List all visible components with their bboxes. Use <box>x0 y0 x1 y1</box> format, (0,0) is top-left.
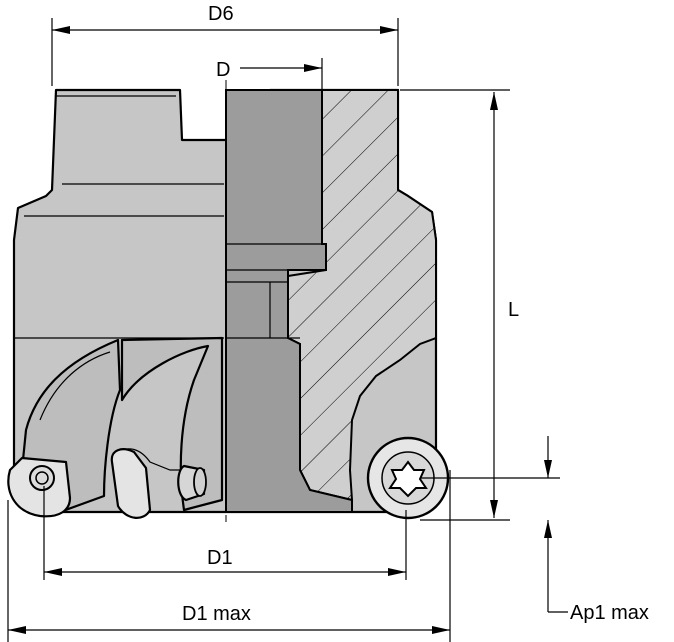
dimension-ap1-max <box>420 436 568 613</box>
dimension-d <box>240 58 323 92</box>
label-l: L <box>508 299 519 321</box>
screw-left-icon <box>29 465 55 491</box>
dimension-d6 <box>51 18 399 86</box>
insert-left <box>7 456 72 518</box>
label-d: D <box>216 59 230 81</box>
screw-middle-icon <box>193 467 207 497</box>
label-d6: D6 <box>208 3 234 25</box>
dimension-d1 <box>43 486 407 580</box>
dimension-d1-max <box>7 470 451 642</box>
section-view <box>225 89 437 513</box>
label-d1: D1 <box>207 547 233 569</box>
chip-pocket-middle <box>110 336 224 519</box>
label-ap1-max: Ap1 max <box>570 602 649 624</box>
label-d1-max: D1 max <box>182 603 251 625</box>
dimension-l <box>400 89 510 521</box>
insert-right <box>366 436 450 520</box>
torx-screw-icon <box>388 460 428 498</box>
